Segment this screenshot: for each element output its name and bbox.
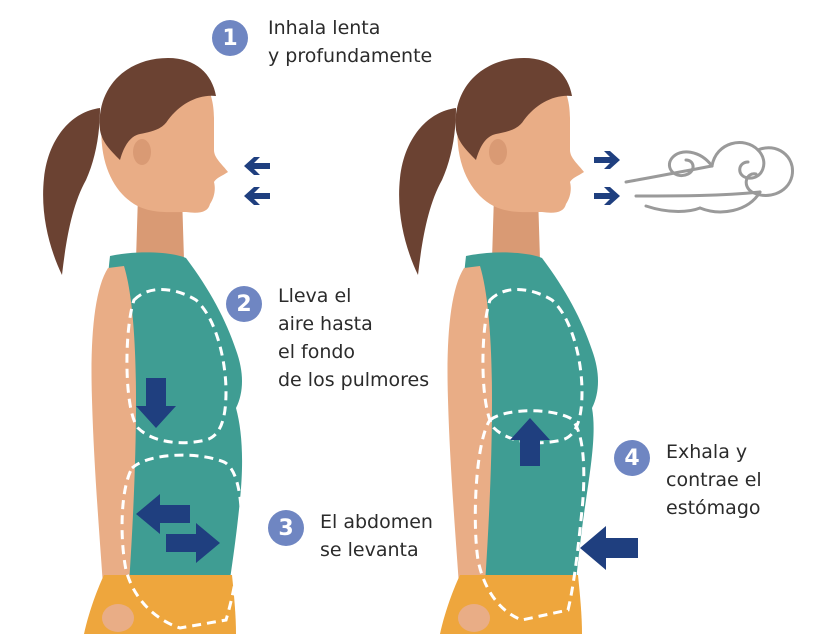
arrow-left-icon (244, 157, 270, 175)
step-4: 4 Exhala y contrae el estómago (614, 440, 762, 522)
arrow-left-icon (136, 494, 190, 534)
step-2: 2 Lleva el aire hasta el fondo de los pu… (226, 285, 429, 394)
arrow-right-icon (594, 151, 620, 169)
step-3: 3 El abdomen se levanta (268, 510, 433, 564)
shirt-left (103, 252, 243, 580)
step-1: 1 Inhala lenta y profundamente (212, 17, 432, 70)
shirt-right (459, 252, 598, 580)
exhale-arrows (594, 151, 620, 205)
figure-inhale (43, 58, 243, 634)
lung-outline-left (125, 287, 228, 445)
arrow-up-icon (510, 418, 550, 466)
ponytail-right (399, 108, 456, 275)
step-text: El abdomen se levanta (320, 511, 433, 561)
arrow-left-icon (580, 526, 638, 570)
arrow-down-icon (136, 378, 176, 428)
arrow-right-icon (594, 187, 620, 205)
arrow-right-icon (166, 523, 220, 563)
abdomen-outline-right (473, 409, 586, 622)
cloud-icon (624, 141, 794, 214)
step-number-badge: 4 (614, 440, 650, 476)
step-text: Lleva el aire hasta el fondo de los pulm… (278, 285, 430, 391)
hand-right (458, 604, 490, 632)
step-number-badge: 3 (268, 510, 304, 546)
ear-left (133, 139, 151, 165)
hair-right (455, 58, 572, 160)
ponytail-left (43, 108, 100, 275)
step-number-badge: 1 (212, 20, 248, 56)
step-text: Inhala lenta y profundamente (268, 17, 433, 67)
hand-left (102, 604, 134, 632)
ear-right (489, 139, 507, 165)
step-text: Exhala y contrae el estómago (666, 441, 762, 519)
arm-left (91, 266, 136, 600)
step-number-badge: 2 (226, 286, 262, 322)
inhale-arrows (244, 157, 270, 205)
figure-exhale (399, 58, 598, 634)
arrow-left-icon (244, 187, 270, 205)
hair-left (99, 58, 216, 160)
abdomen-outline-left (120, 453, 243, 630)
arm-right (447, 266, 492, 600)
